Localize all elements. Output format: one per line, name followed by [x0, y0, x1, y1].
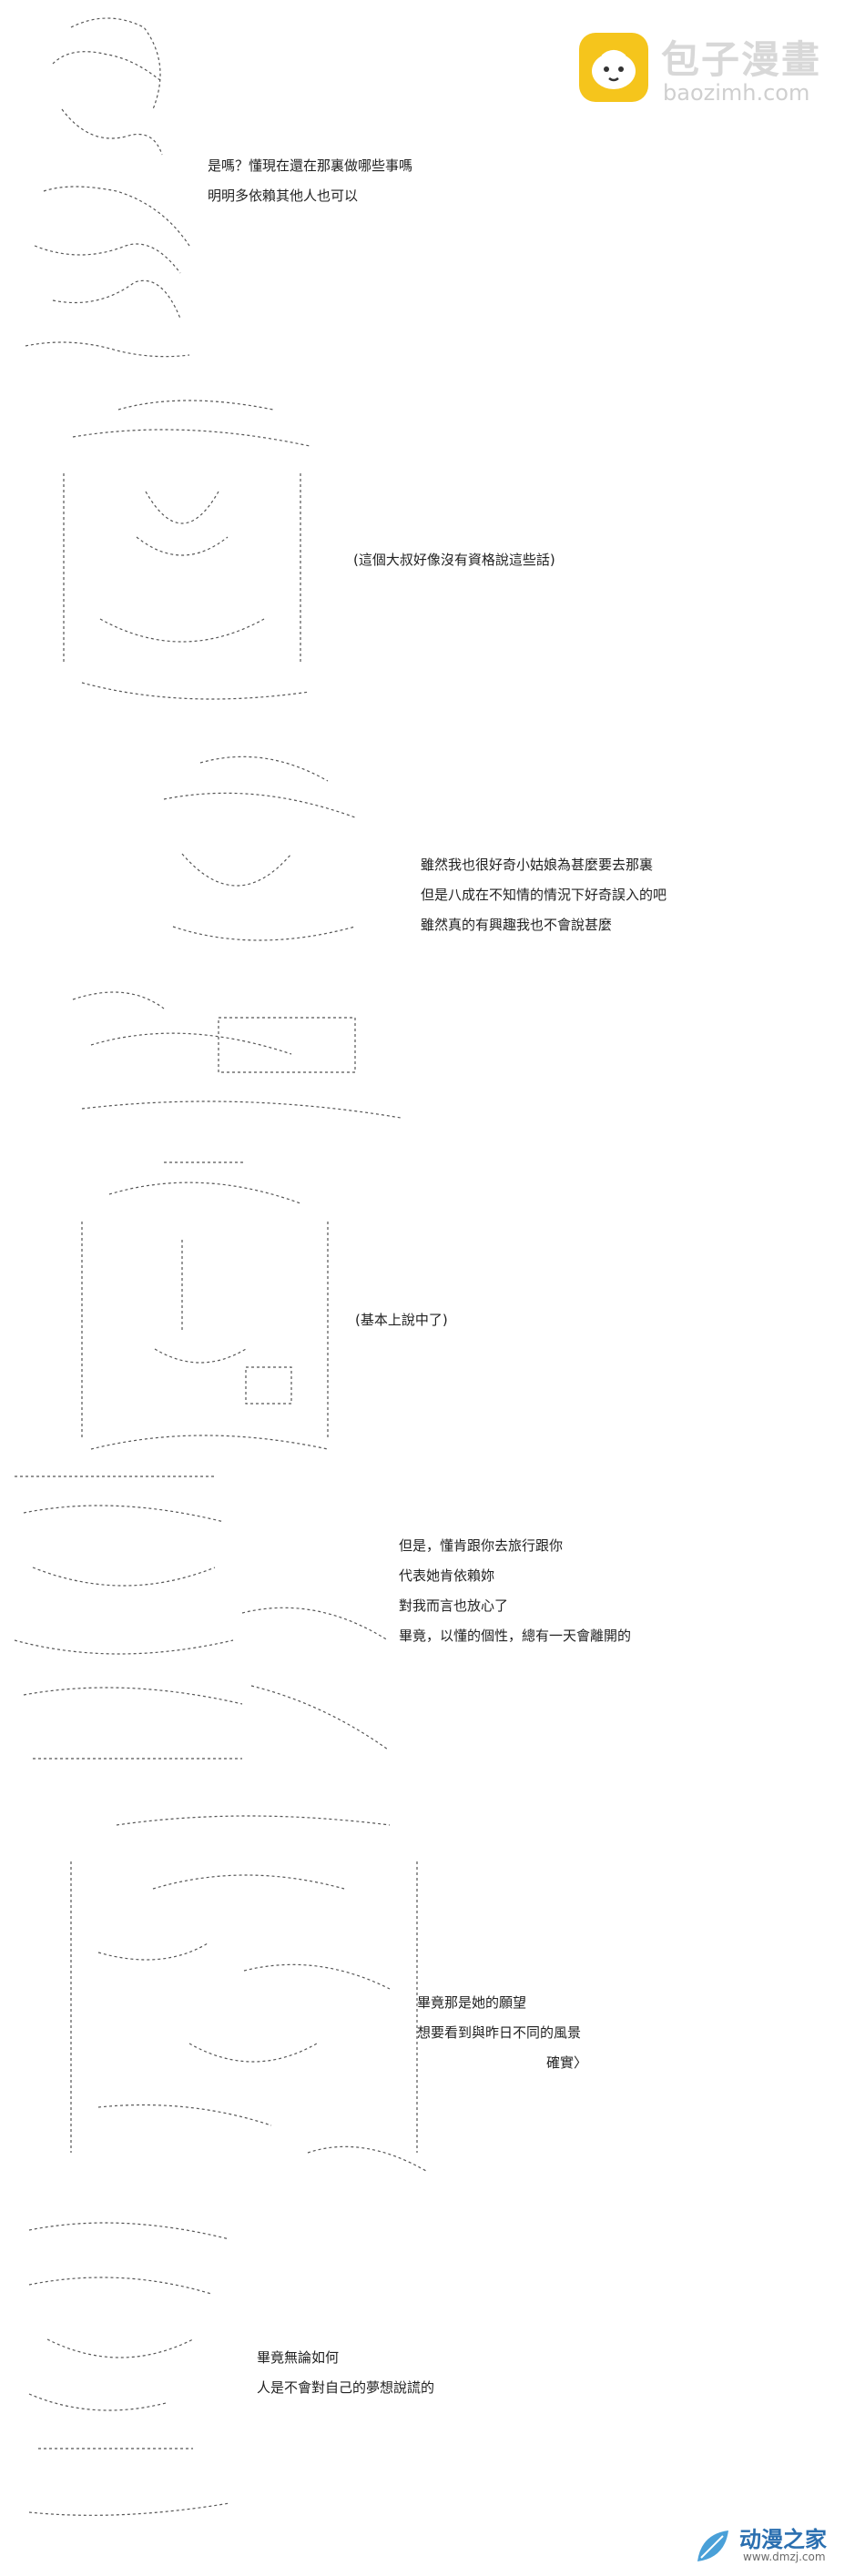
- dialogue-line: 明明多依賴其他人也可以: [208, 188, 359, 204]
- watermark-logo: 包子漫畫 baozimh.com: [579, 27, 852, 114]
- dialogue-line: 雖然我也很好奇小姑娘為甚麼要去那裏: [421, 857, 654, 873]
- dialogue-line: (這個大叔好像沒有資格說這些話): [353, 552, 555, 568]
- watermark-bottom-title: 动漫之家: [739, 2527, 827, 2552]
- ascii-art-panel-5: [5, 1458, 397, 1786]
- watermark-bottom-subtitle: www.dmzj.com: [743, 2551, 826, 2563]
- dialogue-line: 代表她肯依賴妳: [399, 1567, 495, 1584]
- ascii-art-panel-1: [16, 9, 198, 373]
- dialogue-line: 人是不會對自己的夢想說謊的: [257, 2379, 435, 2396]
- dialogue-line: 但是八成在不知情的情況下好奇誤入的吧: [421, 887, 667, 903]
- dialogue-line: 畢竟無論如何: [257, 2349, 340, 2366]
- dialogue-line: 畢竟那是她的願望: [417, 1994, 527, 2011]
- ascii-art-panel-3: [55, 745, 410, 1127]
- dialogue-line: 但是，懂肯跟你去旅行跟你: [399, 1537, 564, 1554]
- leaf-icon: [697, 2530, 728, 2561]
- watermark-title: 包子漫畫: [661, 37, 822, 82]
- dialogue-line: (基本上說中了): [355, 1312, 448, 1328]
- bun-icon: [579, 33, 648, 102]
- dialogue-line: 雖然真的有興趣我也不會說甚麼: [421, 917, 613, 933]
- ascii-art-panel-2: [9, 391, 346, 719]
- dialogue-line: 對我而言也放心了: [399, 1597, 509, 1614]
- ascii-art-panel-7: [11, 2212, 248, 2530]
- dialogue-line: 確實〉: [546, 2054, 588, 2071]
- ascii-art-panel-6: [44, 1807, 444, 2198]
- watermark-subtitle: baozimh.com: [663, 80, 810, 106]
- watermark-bottom: 动漫之家 www.dmzj.com: [692, 2520, 860, 2571]
- dialogue-line: 想要看到與昨日不同的風景: [417, 2024, 582, 2041]
- dialogue-line: 是嗎？懂現在還在那裏做哪些事嗎: [208, 157, 413, 174]
- ascii-art-panel-4: [64, 1149, 346, 1458]
- dialogue-line: 畢竟，以懂的個性，總有一天會離開的: [399, 1628, 632, 1644]
